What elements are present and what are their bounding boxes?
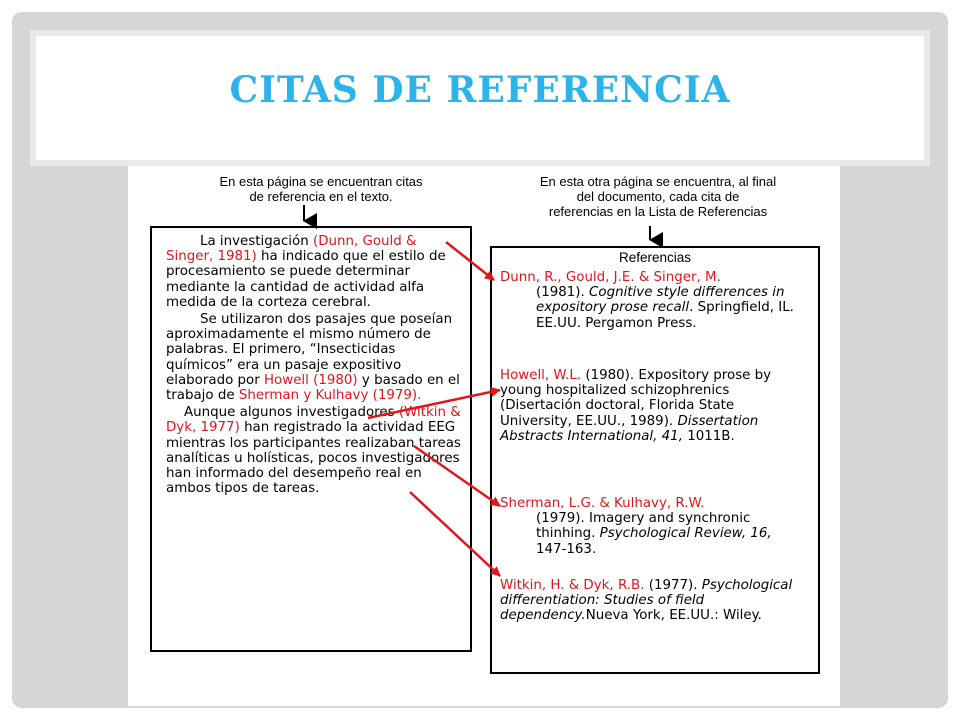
reference-entry: Sherman, L.G. & Kulhavy, R.W. (1979). Im… bbox=[500, 496, 805, 557]
citation-dunn: (Dunn, Gould & Singer, 1981) bbox=[166, 234, 417, 265]
left-caption: En esta página se encuentran citas de re… bbox=[219, 174, 423, 204]
paragraph-3: Aunque algunos investigadores (Witkin & … bbox=[166, 405, 461, 497]
citation-howell: Howell (1980) bbox=[263, 372, 358, 388]
slide-title: CITAS DE REFERENCIA bbox=[229, 69, 731, 111]
right-caption: En esta otra página se encuentra, al fin… bbox=[539, 174, 777, 219]
reference-entry: Dunn, R., Gould, J.E. & Singer, M. (1981… bbox=[500, 270, 805, 331]
reference-author: Dunn, R., Gould, J.E. & Singer, M. bbox=[500, 270, 721, 285]
paragraph-2: Se utilizaron dos pasajes que poseían ap… bbox=[166, 312, 460, 404]
reference-list-box: Referencias Dunn, R., Gould, J.E. & Sing… bbox=[490, 246, 820, 674]
citation-sherman: Sherman y Kulhavy (1979). bbox=[238, 388, 422, 404]
paragraph-1: La investigación (Dunn, Gould & Singer, … bbox=[166, 234, 446, 310]
reference-entry: Witkin, H. & Dyk, R.B. (1977). Psycholog… bbox=[500, 578, 793, 624]
citation-figure: En esta página se encuentran citas de re… bbox=[128, 166, 840, 706]
reference-list-heading: Referencias bbox=[618, 250, 692, 265]
reference-author: Witkin, H. & Dyk, R.B. bbox=[500, 578, 645, 593]
text-page-body: La investigación (Dunn, Gould & Singer, … bbox=[166, 234, 466, 496]
reference-author: Sherman, L.G. & Kulhavy, R.W. bbox=[500, 496, 705, 511]
title-box: CITAS DE REFERENCIA bbox=[30, 30, 930, 166]
text-page-box: La investigación (Dunn, Gould & Singer, … bbox=[150, 226, 472, 652]
reference-author: Howell, W.L. bbox=[500, 368, 582, 383]
reference-entry: Howell, W.L. (1980). Expository prose by… bbox=[500, 368, 772, 444]
